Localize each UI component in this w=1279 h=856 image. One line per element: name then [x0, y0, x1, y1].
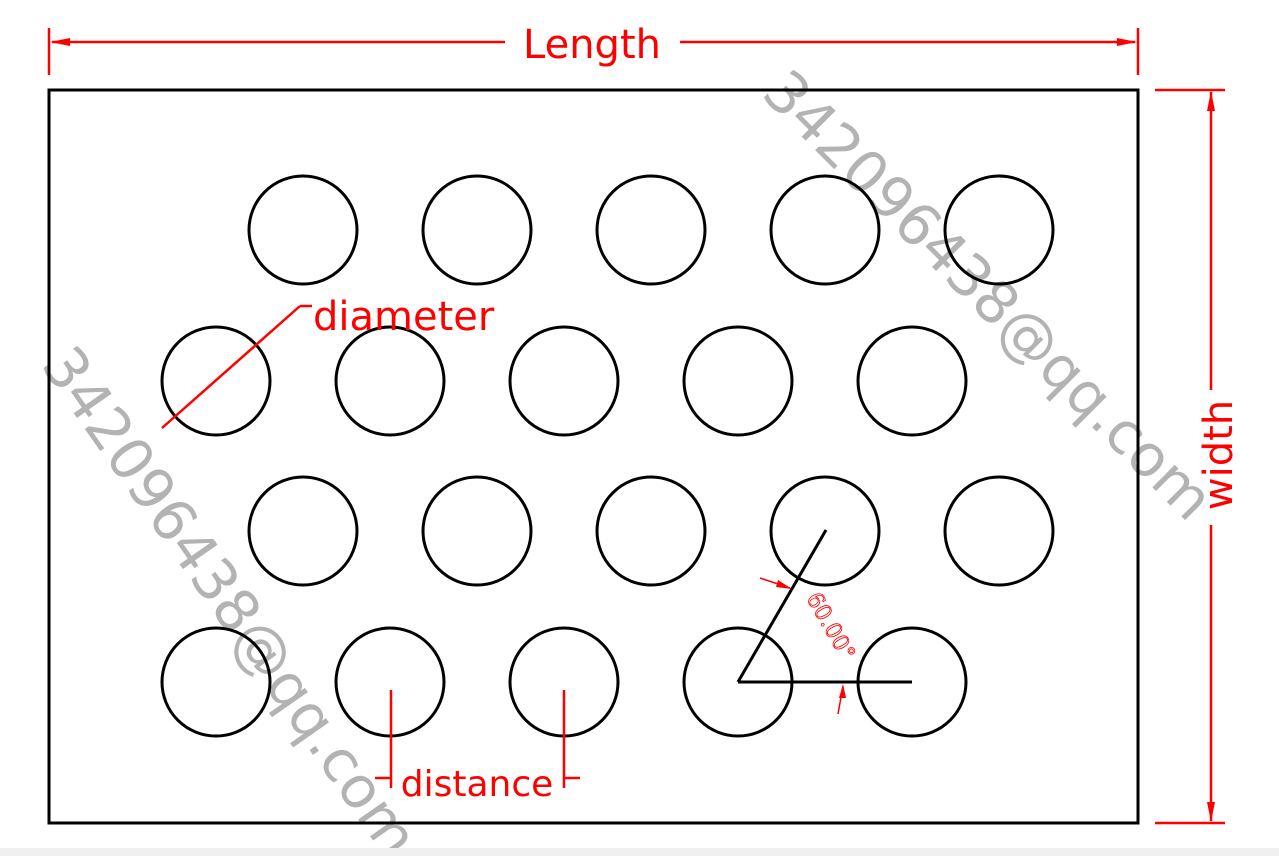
hole: [421, 174, 533, 286]
hole: [682, 325, 794, 437]
hole: [595, 475, 707, 587]
bottom-edge: [0, 848, 1279, 856]
angle-construction: 60.00°: [736, 529, 912, 715]
distance-dimension: [375, 690, 580, 788]
hole: [595, 174, 707, 286]
length-dimension: [47, 28, 1140, 75]
hole: [421, 475, 533, 587]
watermark-text: 342096438@qq.com: [750, 57, 1227, 534]
angle-label: 60.00°: [801, 589, 860, 666]
hole: [334, 325, 446, 437]
hole: [856, 325, 968, 437]
distance-label: distance: [401, 764, 554, 805]
hole: [508, 325, 620, 437]
watermark-text: 342096438@qq.com: [29, 334, 432, 856]
hole: [943, 174, 1055, 286]
diameter-label: diameter: [313, 294, 495, 340]
diameter-leader: [161, 304, 312, 429]
hole: [160, 626, 272, 738]
plate-outline: [47, 88, 1140, 825]
hole: [160, 325, 272, 437]
hole: [769, 475, 881, 587]
hole: [247, 174, 359, 286]
hole: [769, 174, 881, 286]
width-dimension: [1155, 88, 1225, 825]
hole: [247, 475, 359, 587]
width-label: width: [1196, 400, 1242, 510]
length-label: Length: [523, 22, 661, 68]
hole: [943, 475, 1055, 587]
